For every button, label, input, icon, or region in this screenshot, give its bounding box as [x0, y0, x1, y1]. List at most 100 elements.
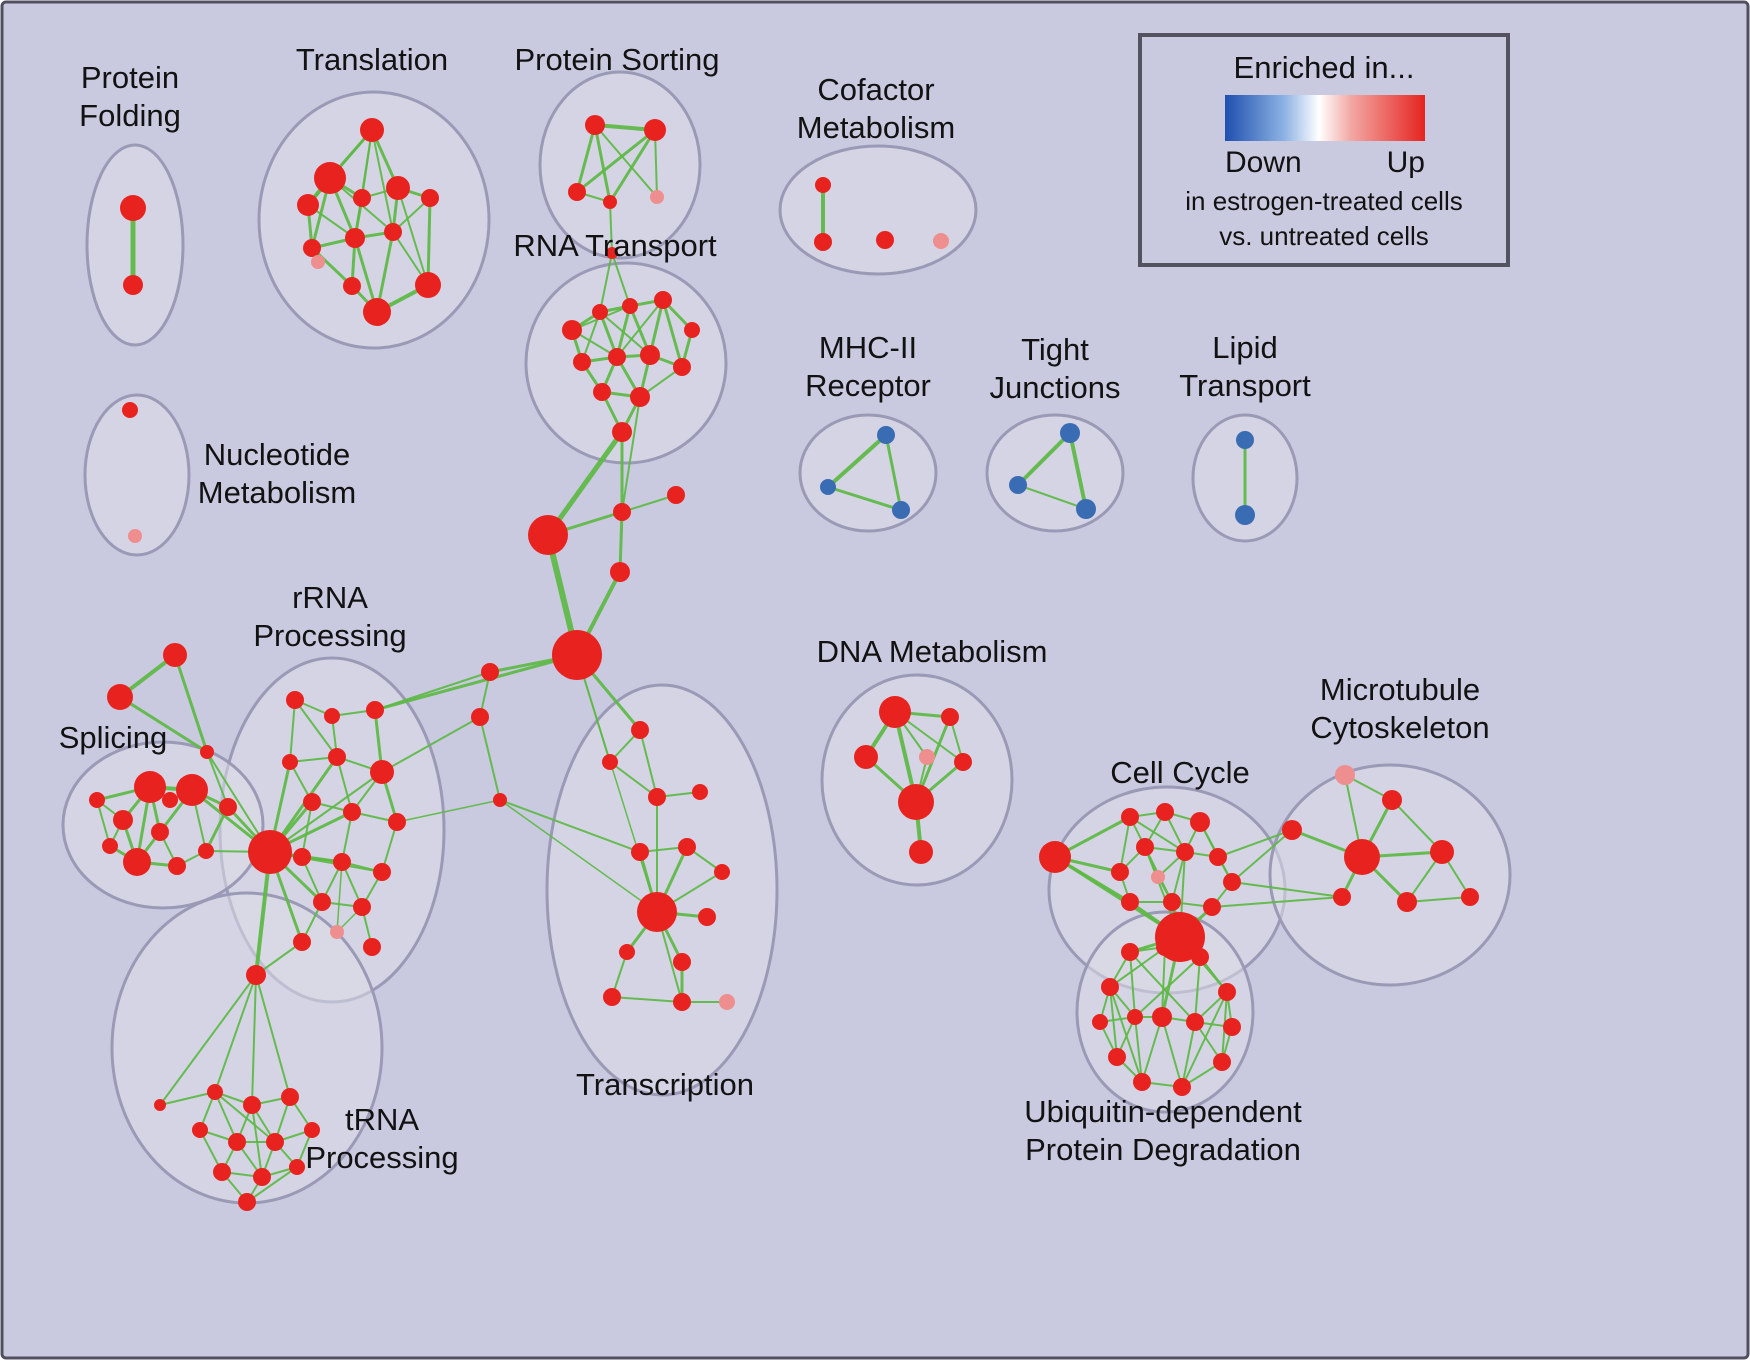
- node-rt0: [606, 247, 618, 259]
- node-hb5: [552, 630, 602, 680]
- node-cf2: [814, 233, 832, 251]
- node-ub9: [1213, 1053, 1231, 1071]
- edge-rrh-rr6: [269, 771, 383, 853]
- node-tc10: [619, 944, 635, 960]
- legend-gradient-bar: [1225, 95, 1425, 141]
- edge-ub12-ub11: [1161, 1016, 1183, 1088]
- node-cc11: [1121, 893, 1139, 911]
- node-rt12: [612, 422, 632, 442]
- edge-ub1-ub13: [1129, 951, 1136, 1018]
- node-rt10: [593, 383, 611, 401]
- edge-tr1-tr2: [214, 974, 257, 1093]
- node-cc6: [1176, 843, 1194, 861]
- edge-rt0-rt3: [611, 252, 631, 307]
- node-lt2: [1235, 505, 1255, 525]
- edge-tc2-tc3: [609, 761, 658, 798]
- node-tc5: [631, 843, 649, 861]
- node-mt6: [1461, 888, 1479, 906]
- node-rrh: [248, 830, 292, 874]
- node-tl1: [360, 118, 384, 142]
- node-cc9: [1151, 870, 1165, 884]
- node-ps4: [603, 195, 617, 209]
- node-sg2: [107, 684, 133, 710]
- node-ub2: [1156, 938, 1174, 956]
- cluster-mhc-ii-receptor: [798, 413, 938, 533]
- node-rt3: [622, 298, 638, 314]
- edge-cc13-mt8: [1211, 896, 1343, 908]
- node-tc11: [673, 953, 691, 971]
- cluster-label-dna-metabolism: DNA Metabolism: [817, 634, 1048, 669]
- node-tc13: [673, 993, 691, 1011]
- node-rr14: [353, 898, 371, 916]
- node-tl10: [415, 272, 441, 298]
- edge-ps2-ps4: [608, 128, 657, 204]
- node-tc12: [603, 988, 621, 1006]
- edge-mh2-mh3: [826, 485, 903, 512]
- edge-rt4-rt7: [616, 299, 664, 358]
- node-tr5: [192, 1122, 208, 1138]
- node-lt1: [1236, 431, 1254, 449]
- cluster-label-cell-cycle: Cell Cycle: [1110, 755, 1250, 790]
- node-tl5: [386, 176, 410, 200]
- node-dm7: [909, 840, 933, 864]
- edge-rt11-hb2: [621, 396, 641, 513]
- edge-tj1-tj2: [1016, 431, 1072, 487]
- edge-rr1-rr4: [289, 699, 296, 763]
- edge-tl7-tl11: [310, 246, 354, 288]
- edge-ps1-ps5: [594, 124, 658, 198]
- cluster-tight-junctions: [985, 413, 1125, 533]
- node-mt4: [1344, 839, 1380, 875]
- cluster-microtubule-cytoskeleton: [1268, 763, 1512, 987]
- node-nm2: [128, 529, 142, 543]
- node-hb6: [481, 663, 499, 681]
- node-dm1: [879, 696, 911, 728]
- node-ub6: [1092, 1014, 1108, 1030]
- node-cf4: [933, 233, 949, 249]
- node-pf1: [120, 195, 146, 221]
- node-rr8: [343, 803, 361, 821]
- edge-ub3-ub14: [1194, 956, 1201, 1023]
- node-ub14: [1186, 1013, 1204, 1031]
- edge-rt2-rt8: [599, 311, 651, 356]
- edge-ub4-ub10: [1109, 986, 1143, 1083]
- edge-tr13-tr2: [159, 1091, 216, 1106]
- node-cc12: [1163, 893, 1181, 911]
- node-tc14: [719, 994, 735, 1010]
- node-tr13: [154, 1099, 166, 1111]
- node-cc10: [1223, 873, 1241, 891]
- edge-tl5-tl10: [397, 187, 429, 286]
- node-ub8: [1108, 1048, 1126, 1066]
- node-tc2: [602, 754, 618, 770]
- node-ub11: [1173, 1078, 1191, 1096]
- node-cf1: [815, 177, 831, 193]
- edge-ub3-ub13: [1134, 956, 1201, 1018]
- edge-sg3-sp5: [206, 751, 229, 808]
- edge-tr1-tr3: [251, 974, 257, 1106]
- node-rt1: [562, 320, 582, 340]
- edge-ub14-ub11: [1181, 1021, 1196, 1088]
- node-rr7: [303, 793, 321, 811]
- edge-mh1-mh2: [826, 433, 888, 489]
- node-tc3: [648, 788, 666, 806]
- edge-hb2-hb3: [621, 494, 677, 513]
- node-sp5: [219, 798, 237, 816]
- node-cc4: [1190, 812, 1210, 832]
- edge-sg1-sg3: [173, 653, 209, 754]
- node-sp8: [198, 843, 214, 859]
- edge-tr1-tr4: [255, 974, 291, 1098]
- node-rr15: [330, 925, 344, 939]
- cluster-label-rna-transport: RNA Transport: [513, 228, 717, 263]
- edge-ps2-ps5: [654, 129, 658, 198]
- node-ps2: [644, 119, 666, 141]
- edge-mt6-mt7: [1406, 896, 1471, 903]
- node-rt9: [673, 358, 691, 376]
- node-tc1: [631, 721, 649, 739]
- node-mt1: [1335, 765, 1355, 785]
- nodes-layer: [89, 115, 1479, 1211]
- edge-ps4-rt0: [609, 201, 613, 254]
- edge-cc10-mt3: [1231, 829, 1293, 883]
